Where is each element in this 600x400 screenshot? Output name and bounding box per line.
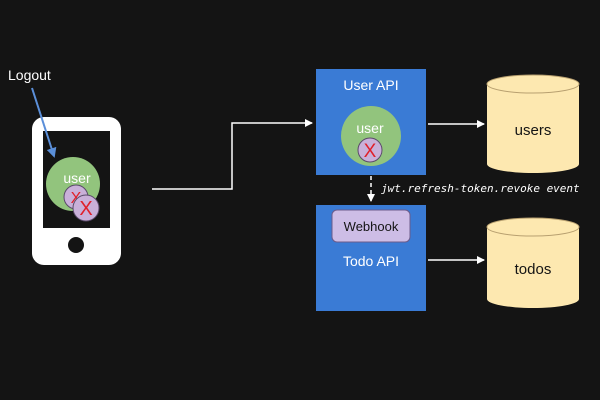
phone-to-user-api-connector (152, 119, 313, 190)
cylinder-database-icon (486, 74, 580, 173)
x-mark-icon: X (79, 198, 92, 220)
webhook-box (331, 209, 411, 243)
logout-arrow (31, 87, 57, 158)
todos-db-top (486, 217, 580, 237)
logout-label: Logout (8, 67, 51, 83)
user-api-revoked-circle (357, 137, 383, 163)
phone-revoked-circle (72, 194, 100, 222)
phone-home-button (68, 237, 84, 253)
users-db-body (487, 84, 579, 173)
todo-api-title: Todo API (343, 253, 399, 269)
phone-revoke-mark-back: X (71, 190, 82, 207)
webhook-label: Webhook (344, 219, 399, 234)
todos-db-label: todos (515, 261, 552, 278)
x-mark-icon: X (364, 141, 377, 162)
user-api-token-label: user (356, 120, 384, 136)
phone-token-label: user (63, 170, 91, 186)
users-db-label: users (515, 122, 552, 139)
user-api-title: User API (343, 77, 398, 93)
revoke-event-label: jwt.refresh-token.revoke event (381, 182, 580, 195)
cylinder-database-icon (486, 217, 580, 308)
user-api-token-circle (341, 106, 401, 166)
todos-db-body (487, 227, 579, 308)
users-db-top (486, 74, 580, 94)
